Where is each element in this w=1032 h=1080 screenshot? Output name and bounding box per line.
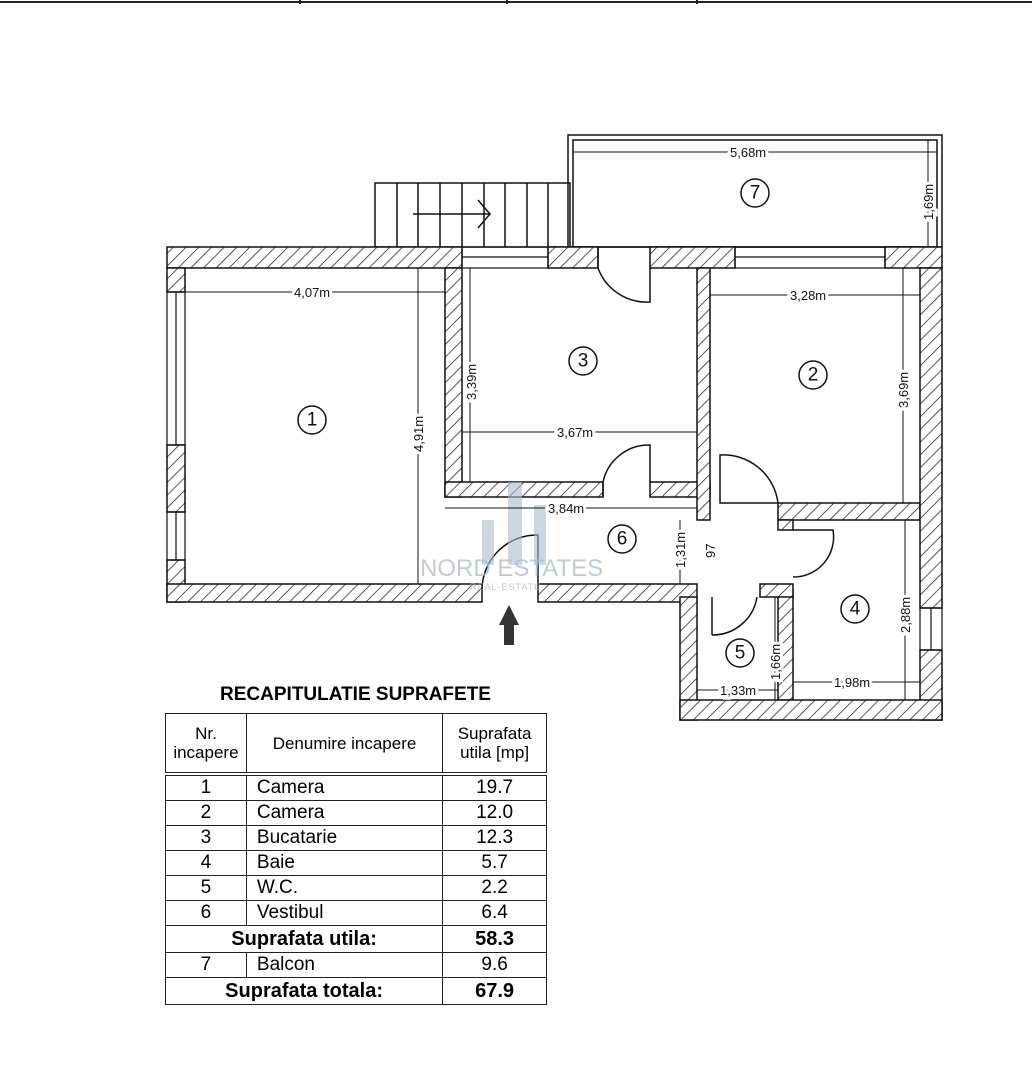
dim-room3-width: 3,67m xyxy=(557,425,593,440)
room-5-number: 5 xyxy=(735,643,746,664)
room-4-number: 4 xyxy=(850,599,861,620)
row-nr: 7 xyxy=(165,952,247,978)
dim-door-width: 97 xyxy=(703,544,718,558)
table-header-row: Nr. incapere Denumire incapere Suprafata… xyxy=(165,713,547,776)
room-1-number: 1 xyxy=(307,410,318,431)
row-nr: 5 xyxy=(165,875,247,901)
dim-vestibule-depth: 1,31m xyxy=(673,532,688,568)
dim-room2-length: 3,69m xyxy=(896,372,911,408)
row-area: 9.6 xyxy=(442,952,547,978)
row-area: 19.7 xyxy=(442,773,547,801)
dim-wc-width: 1,33m xyxy=(720,683,756,698)
dim-room2-width: 3,28m xyxy=(790,288,826,303)
row-nr: 3 xyxy=(165,825,247,851)
dim-room4-width: 1,98m xyxy=(834,675,870,690)
dim-room1-width: 4,07m xyxy=(294,285,330,300)
dim-vestibule-width: 3,84m xyxy=(548,501,584,516)
row-name: Bucatarie xyxy=(245,825,444,851)
stairs xyxy=(374,182,571,248)
dimension-labels: 5,68m 1,69m 4,07m 4,91m 3,39m 3,67m 3,28… xyxy=(291,142,939,701)
room-6-number: 6 xyxy=(617,529,628,550)
room-7-number: 7 xyxy=(750,183,761,204)
row-nr: 1 xyxy=(165,773,247,801)
header-name: Denumire incapere xyxy=(245,713,444,776)
total-value: 67.9 xyxy=(442,977,547,1005)
row-name: Camera xyxy=(245,800,444,826)
dim-room4-length: 2,88m xyxy=(898,597,913,633)
room-numbers xyxy=(297,178,870,668)
row-area: 5.7 xyxy=(442,850,547,876)
watermark-tagline: REAL-ESTATE xyxy=(470,582,541,592)
row-name: Balcon xyxy=(245,952,444,978)
room-2-number: 2 xyxy=(808,365,819,386)
dim-balcony-depth: 1,69m xyxy=(921,184,936,220)
table-title: RECAPITULATIE SUPRAFETE xyxy=(220,684,491,705)
row-area: 12.3 xyxy=(442,825,547,851)
top-border xyxy=(0,0,1032,4)
row-name: Vestibul xyxy=(245,900,444,926)
dim-room3-depth: 3,39m xyxy=(464,364,479,400)
dimension-lines xyxy=(185,140,937,700)
subtotal-row: Suprafata utila:58.3 xyxy=(164,925,547,953)
row-name: Baie xyxy=(245,850,444,876)
header-area: Suprafata utila [mp] xyxy=(442,713,547,776)
row-name: W.C. xyxy=(245,875,444,901)
row-area: 6.4 xyxy=(442,900,547,926)
row-nr: 2 xyxy=(165,800,247,826)
header-nr: Nr. incapere xyxy=(165,713,247,776)
doors xyxy=(481,247,835,636)
subtotal-value: 58.3 xyxy=(442,925,547,953)
entrance-arrow-icon xyxy=(499,605,519,645)
watermark-logo: NORD ESTATES REAL-ESTATE xyxy=(420,482,603,592)
dim-room1-length: 4,91m xyxy=(411,416,426,452)
walls xyxy=(166,246,943,721)
dim-wc-length: 1,66m xyxy=(768,644,783,680)
dim-balcony-width: 5,68m xyxy=(730,145,766,160)
row-nr: 6 xyxy=(165,900,247,926)
area-summary-table: Nr. incapere Denumire incapere Suprafata… xyxy=(164,713,547,1005)
watermark-brand: NORD ESTATES xyxy=(420,555,603,582)
subtotal-label: Suprafata utila: xyxy=(164,925,444,953)
total-row: Suprafata totala:67.9 xyxy=(164,977,547,1005)
row-area: 2.2 xyxy=(442,875,547,901)
row-area: 12.0 xyxy=(442,800,547,826)
windows xyxy=(166,246,943,651)
row-name: Camera xyxy=(245,773,444,801)
row-nr: 4 xyxy=(165,850,247,876)
room-3-number: 3 xyxy=(578,351,589,372)
total-label: Suprafata totala: xyxy=(164,977,444,1005)
